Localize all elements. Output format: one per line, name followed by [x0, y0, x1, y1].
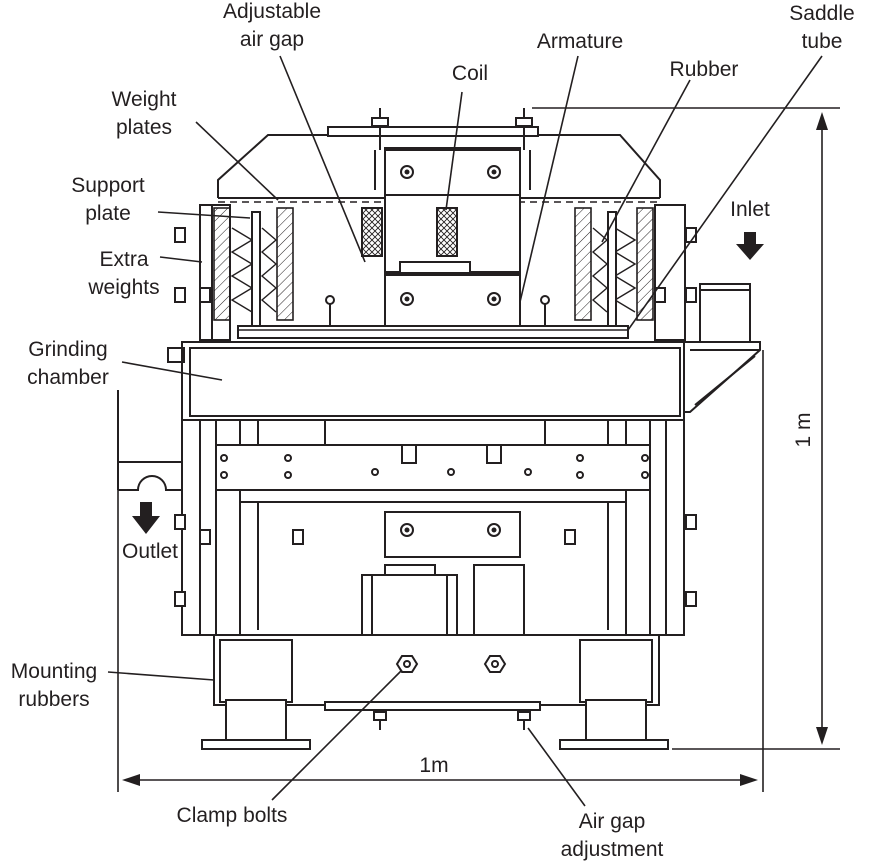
label-tube: tube	[802, 30, 843, 53]
label-chamber: chamber	[27, 366, 109, 389]
label-extra: Extra	[99, 248, 148, 271]
label-height-dimension: 1 m	[792, 412, 815, 447]
armature	[384, 274, 521, 328]
label-grinding: Grinding	[28, 338, 107, 361]
label-coil: Coil	[452, 62, 488, 85]
top-bolts	[371, 108, 533, 150]
svg-text:air gap: air gap	[240, 28, 304, 51]
label-armature: Armature	[537, 30, 623, 53]
lower-magnet-block	[361, 511, 525, 648]
coil-left	[361, 207, 383, 257]
svg-text:Inlet: Inlet	[730, 198, 770, 221]
label-plate: plate	[85, 202, 131, 225]
label-air-gap-line1: Air gap	[579, 810, 646, 833]
svg-text:tube: tube	[802, 30, 843, 53]
svg-text:Clamp bolts: Clamp bolts	[177, 804, 288, 827]
support-plate	[237, 295, 629, 339]
svg-text:Outlet: Outlet	[122, 540, 178, 563]
svg-text:Armature: Armature	[537, 30, 623, 53]
label-adjustable: Adjustable	[223, 0, 321, 23]
svg-text:Mounting: Mounting	[11, 660, 97, 683]
height-dimension	[532, 107, 840, 750]
label-outlet: Outlet	[122, 540, 178, 563]
svg-text:Rubber: Rubber	[670, 58, 739, 81]
svg-text:plate: plate	[85, 202, 131, 225]
left-column	[174, 204, 294, 341]
outlet-arrow	[132, 502, 160, 534]
grinding-chamber	[167, 341, 685, 421]
label-mounting: Mounting	[11, 660, 97, 683]
svg-text:Air gap: Air gap	[579, 810, 646, 833]
svg-text:Extra: Extra	[99, 248, 148, 271]
width-dimension	[117, 350, 764, 792]
inlet-pipe	[684, 283, 761, 413]
label-inlet: Inlet	[730, 198, 770, 221]
label-air-gap: air gap	[240, 28, 304, 51]
label-weight: Weight	[112, 88, 177, 111]
clamp-bolt-left	[395, 655, 419, 673]
outlet-pipe	[117, 390, 183, 491]
svg-text:plates: plates	[116, 116, 172, 139]
label-saddle: Saddle	[789, 2, 854, 25]
svg-text:Adjustable: Adjustable	[223, 0, 321, 23]
svg-text:rubbers: rubbers	[18, 688, 89, 711]
label-rubber: Rubber	[670, 58, 739, 81]
svg-text:chamber: chamber	[27, 366, 109, 389]
base-and-mounts	[201, 634, 669, 750]
svg-text:1 m: 1 m	[792, 412, 815, 447]
label-support: Support	[71, 174, 145, 197]
label-adjustment: adjustment	[561, 838, 664, 861]
labels: Adjustable air gap Coil Armature Rubber …	[11, 0, 855, 861]
svg-text:Grinding: Grinding	[28, 338, 107, 361]
electromagnet	[361, 147, 531, 274]
lower-frame	[174, 419, 697, 636]
clamp-bolt-right	[483, 655, 507, 673]
svg-text:Weight: Weight	[112, 88, 177, 111]
svg-text:adjustment: adjustment	[561, 838, 664, 861]
label-width-dimension: 1m	[419, 754, 448, 777]
label-weights: weights	[87, 276, 159, 299]
inlet-arrow	[736, 232, 764, 260]
coil-right	[436, 207, 458, 257]
right-column	[574, 204, 697, 341]
leader-lines	[107, 55, 823, 807]
svg-text:weights: weights	[87, 276, 159, 299]
label-rubbers: rubbers	[18, 688, 89, 711]
svg-text:Support: Support	[71, 174, 145, 197]
label-plates: plates	[116, 116, 172, 139]
svg-text:Coil: Coil	[452, 62, 488, 85]
svg-text:Saddle: Saddle	[789, 2, 854, 25]
svg-text:1m: 1m	[419, 754, 448, 777]
label-clamp-bolts: Clamp bolts	[177, 804, 288, 827]
